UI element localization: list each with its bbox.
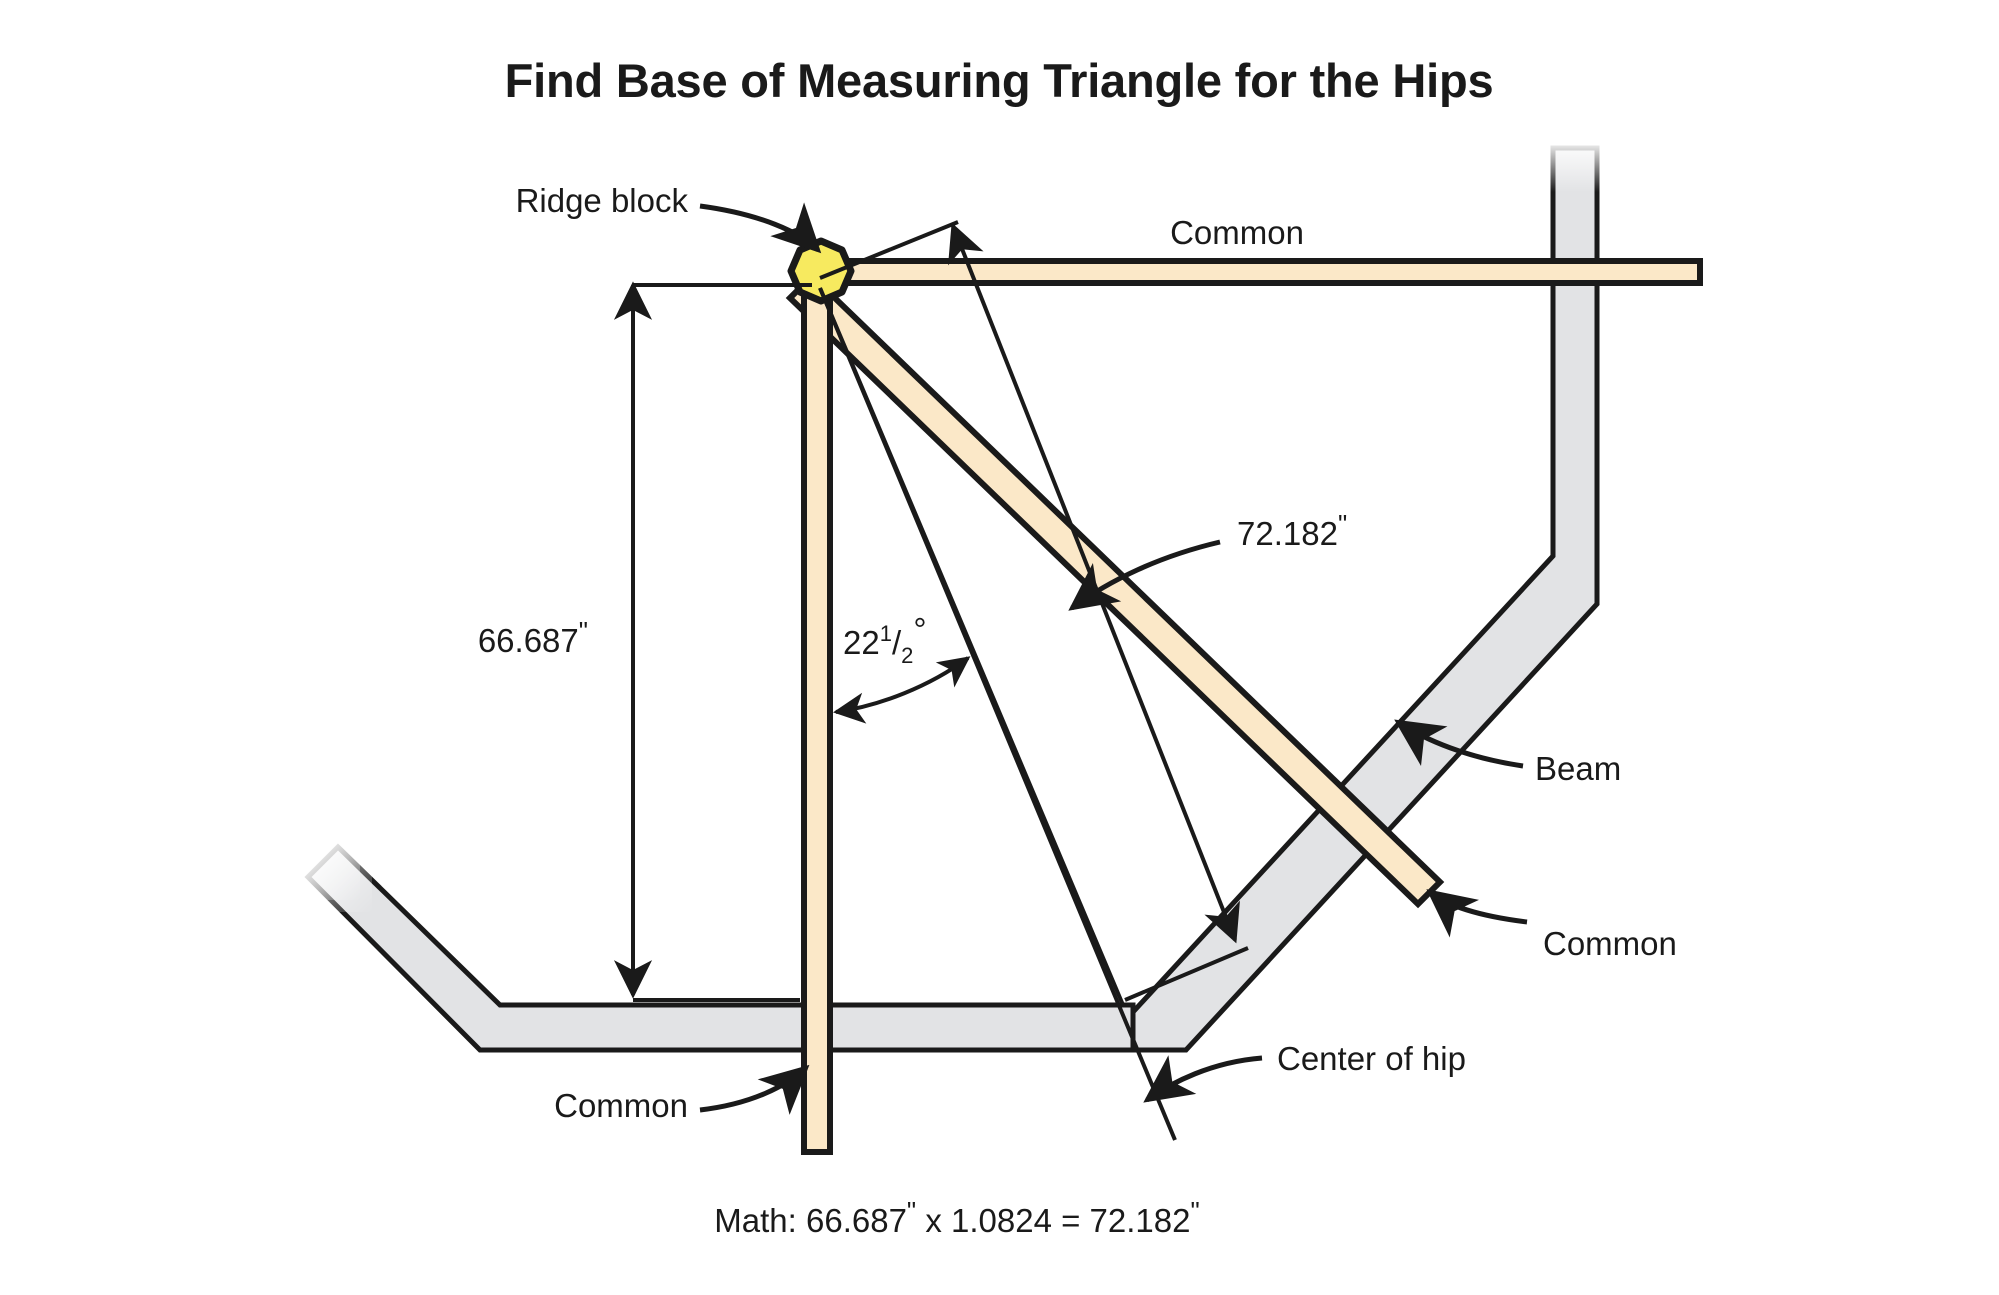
base-extension-top xyxy=(819,220,959,280)
common-bottom-leader-line xyxy=(699,1064,810,1115)
angle-indicator: 221/2° xyxy=(833,611,971,724)
beam-fade-top xyxy=(1530,140,1622,192)
base-extension-bottom xyxy=(1124,946,1249,1002)
rafter-common-top xyxy=(809,258,1703,286)
ridge-block-leader-line xyxy=(699,202,822,254)
base-leader-line xyxy=(1068,539,1221,611)
rafter-common-vertical xyxy=(801,269,833,1155)
common-right-leader-line xyxy=(1426,889,1528,938)
leader-ridge-block: Ridge block xyxy=(516,182,822,254)
beam-leader-line xyxy=(1394,719,1524,769)
dimension-rise: 66.687" xyxy=(478,281,812,1002)
leader-common-bottom: Common xyxy=(554,1064,810,1124)
common-top-label: Common xyxy=(1170,214,1304,251)
beam-label: Beam xyxy=(1535,750,1621,787)
center-of-hip-label: Center of hip xyxy=(1277,1040,1466,1077)
page-title: Find Base of Measuring Triangle for the … xyxy=(505,54,1494,107)
math-caption: Math: 66.687" x 1.0824 = 72.182" xyxy=(714,1196,1199,1239)
leader-beam: Beam xyxy=(1394,719,1621,787)
beam-fade-left-2 xyxy=(292,832,372,912)
base-dimension-label: 72.182" xyxy=(1237,509,1347,552)
leader-center-of-hip: Center of hip xyxy=(1143,1040,1466,1103)
leader-common-right: Common xyxy=(1426,889,1677,962)
angle-label: 221/2° xyxy=(843,611,927,668)
beam-group xyxy=(292,140,1622,1053)
rise-dimension-label: 66.687" xyxy=(478,616,588,659)
ridge-block-label: Ridge block xyxy=(516,182,689,219)
leader-base-dimension: 72.182" xyxy=(1068,509,1347,611)
common-bottom-label: Common xyxy=(554,1087,688,1124)
beam-right xyxy=(1130,145,1600,1053)
center-of-hip-leader-line xyxy=(1143,1055,1263,1103)
angle-arc xyxy=(833,656,971,724)
common-right-label: Common xyxy=(1543,925,1677,962)
